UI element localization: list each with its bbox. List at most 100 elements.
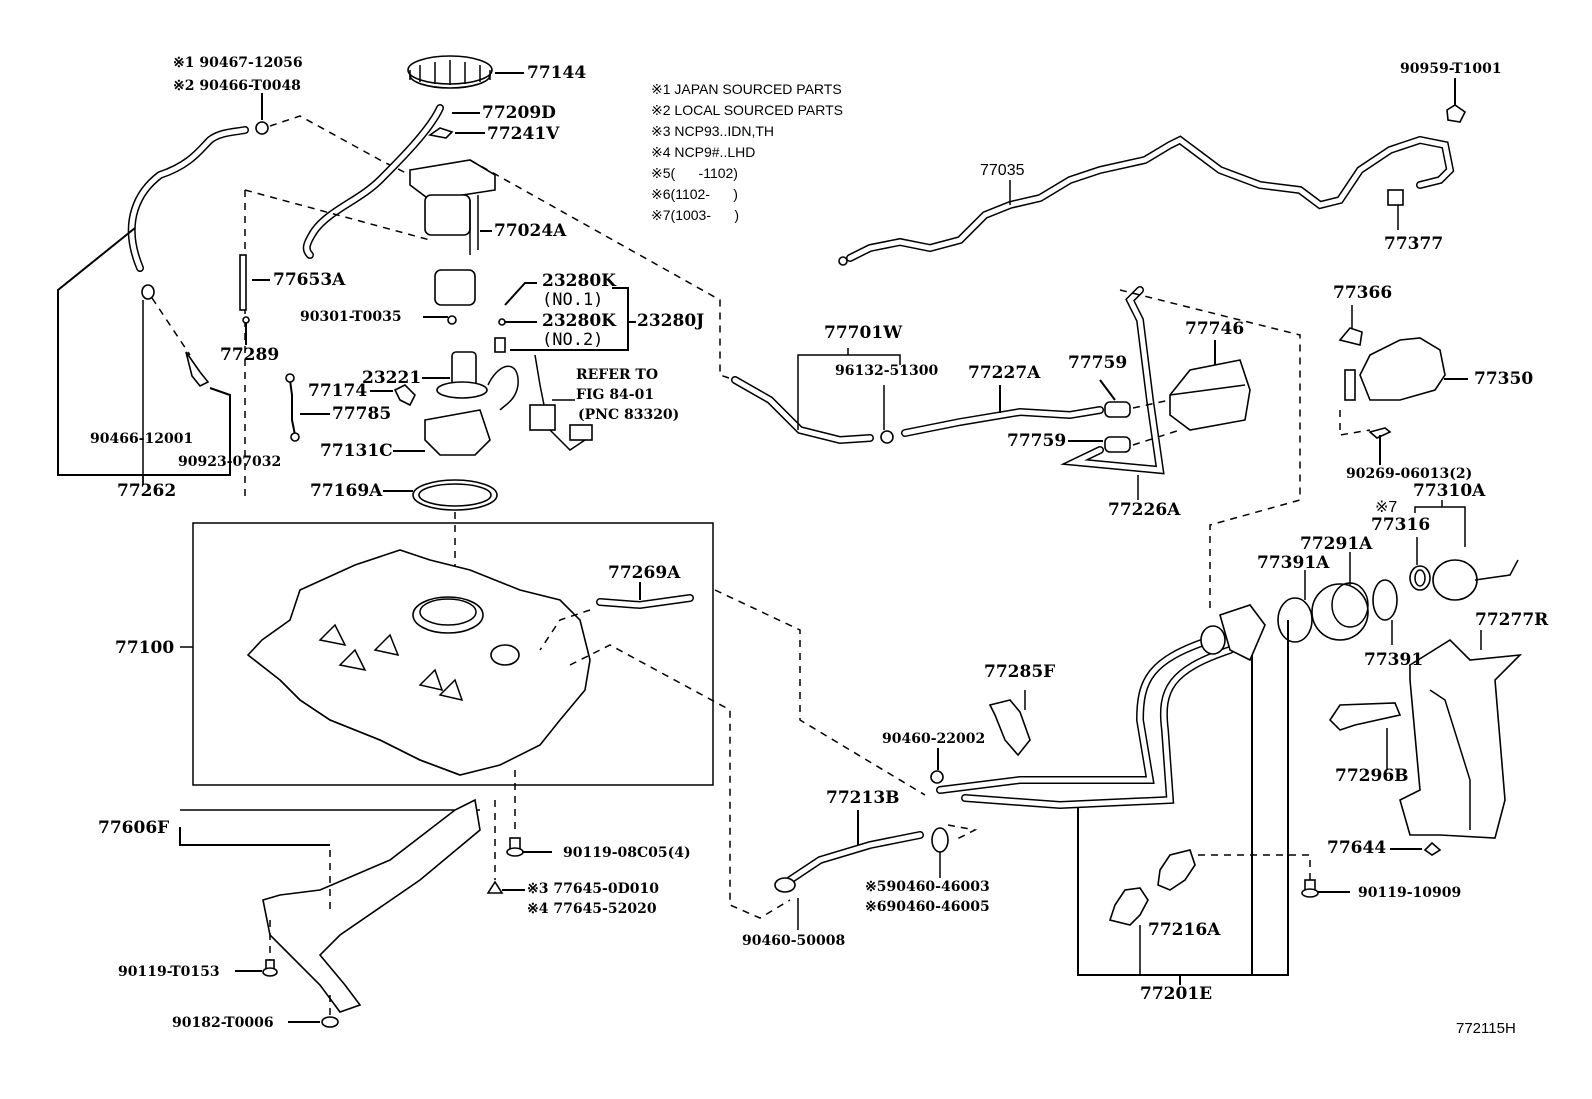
part-label[interactable]: 90119-10909 xyxy=(1358,885,1462,901)
part-label[interactable]: 77391A xyxy=(1257,553,1330,573)
clamp-90460-50008 xyxy=(774,877,796,893)
lock-ring-77144 xyxy=(407,55,493,89)
part-label[interactable]: 90182-T0006 xyxy=(172,1015,274,1031)
lock-77377 xyxy=(1387,189,1404,206)
part-label[interactable]: 77201E xyxy=(1140,984,1213,1004)
valve-90923-07032 xyxy=(185,351,210,388)
gasket-77241V xyxy=(427,127,454,139)
note-5: ※5( -1102) xyxy=(651,166,738,180)
part-label[interactable]: ※4 77645-52020 xyxy=(527,901,657,917)
part-label[interactable]: 77310A xyxy=(1413,481,1486,501)
part-label[interactable]: 77262 xyxy=(117,481,177,501)
part-label[interactable]: 77209D xyxy=(482,103,556,123)
clip-90959-T1001 xyxy=(1446,104,1467,123)
part-label[interactable]: 77606F xyxy=(98,818,170,838)
fuel-door-77350 xyxy=(1344,337,1446,401)
part-label[interactable]: 90269-06013(2) xyxy=(1346,466,1473,482)
clip-77645 xyxy=(486,880,504,894)
part-label[interactable]: 77296B xyxy=(1335,766,1409,786)
clamp-90460-46003 xyxy=(931,827,949,853)
part-label[interactable]: 23280K xyxy=(542,271,616,291)
note-mark: ※3 xyxy=(651,123,671,139)
part-label[interactable]: 77227A xyxy=(968,363,1041,383)
refer-line-2: FIG 84-01 xyxy=(576,387,655,403)
bolt-90119-T0153 xyxy=(262,959,278,977)
part-label[interactable]: ※590460-46003 xyxy=(865,879,990,895)
note-text: NCP93..IDN,TH xyxy=(674,123,774,139)
refer-line-1: REFER TO xyxy=(576,367,659,383)
note-mark-7: ※7 xyxy=(1375,499,1398,516)
part-label[interactable]: 77174 xyxy=(308,381,368,401)
part-label[interactable]: 77316 xyxy=(1371,515,1431,535)
gasket-77316 xyxy=(1409,565,1431,591)
note-text: NCP9#..LHD xyxy=(674,144,756,160)
note-text: (1003- ) xyxy=(670,207,739,223)
part-label[interactable]: 77746 xyxy=(1185,319,1245,339)
pump-module-77024A xyxy=(409,159,496,306)
hose-77759-a xyxy=(1104,401,1131,418)
part-label[interactable]: 77226A xyxy=(1108,500,1181,520)
part-label[interactable]: 77653A xyxy=(273,270,346,290)
note-text: JAPAN SOURCED PARTS xyxy=(674,81,842,97)
part-label[interactable]: 77131C xyxy=(320,441,393,461)
part-label[interactable]: 77035 xyxy=(980,162,1025,179)
part-label-sub: (NO.2) xyxy=(542,330,604,350)
hose-77759-b xyxy=(1104,436,1131,453)
note-2: ※2 LOCAL SOURCED PARTS xyxy=(651,103,843,117)
part-label[interactable]: 77291A xyxy=(1300,534,1373,554)
spring-77366 xyxy=(1338,327,1363,346)
note-3: ※3 NCP93..IDN,TH xyxy=(651,124,774,138)
part-label[interactable]: 77366 xyxy=(1333,283,1393,303)
clip-77644 xyxy=(1423,841,1442,856)
bolt-90119-10909 xyxy=(1301,879,1319,898)
part-label[interactable]: ※690460-46005 xyxy=(865,899,990,915)
part-label[interactable]: 77269A xyxy=(608,563,681,583)
part-label[interactable]: 77785 xyxy=(332,404,392,424)
part-label[interactable]: 90959-T1001 xyxy=(1400,61,1502,77)
part-label[interactable]: 90923-07032 xyxy=(178,454,282,470)
part-label[interactable]: 77759 xyxy=(1068,353,1128,373)
part-label[interactable]: 23280K xyxy=(542,311,616,331)
part-label[interactable]: 77644 xyxy=(1327,838,1387,858)
part-label[interactable]: 90301-T0035 xyxy=(300,309,402,325)
bolt-90119-08C05 xyxy=(506,837,524,857)
part-label[interactable]: 77241V xyxy=(487,124,560,144)
part-label[interactable]: 77701W xyxy=(824,323,903,343)
part-label[interactable]: 90460-50008 xyxy=(742,933,846,949)
part-label[interactable]: 77100 xyxy=(115,638,175,658)
part-label[interactable]: 77277R xyxy=(1475,610,1549,630)
note-mark: ※1 xyxy=(651,81,671,97)
shield-77277R xyxy=(1399,638,1523,839)
note-mark: ※4 xyxy=(651,144,671,160)
part-label[interactable]: 77289 xyxy=(220,345,280,365)
part-label[interactable]: 90466-12001 xyxy=(90,431,194,447)
part-label[interactable]: 96132-51300 xyxy=(835,363,939,379)
ring-77391 xyxy=(1372,579,1398,621)
clamp-90467-12056 xyxy=(255,93,269,135)
part-label[interactable]: 77213B xyxy=(826,788,900,808)
part-label[interactable]: 77216A xyxy=(1148,920,1221,940)
note-text: LOCAL SOURCED PARTS xyxy=(674,102,843,118)
part-label[interactable]: 77391 xyxy=(1364,650,1424,670)
part-label[interactable]: 77285F xyxy=(984,662,1056,682)
note-mark: ※6 xyxy=(651,186,671,202)
part-label[interactable]: 90119-T0153 xyxy=(118,964,220,980)
part-label[interactable]: 77759 xyxy=(1007,431,1067,451)
part-label[interactable]: 77350 xyxy=(1474,369,1534,389)
part-label[interactable]: 23280J xyxy=(637,311,705,331)
part-label[interactable]: 77024A xyxy=(494,221,567,241)
part-label[interactable]: 90119-08C05(4) xyxy=(563,845,691,861)
part-label[interactable]: ※2 90466-T0048 xyxy=(173,78,301,94)
fuel-cap-77300 xyxy=(1432,559,1519,601)
note-7: ※7(1003- ) xyxy=(651,208,739,222)
part-label[interactable]: 90460-22002 xyxy=(882,731,986,747)
part-label[interactable]: 77144 xyxy=(527,63,587,83)
fuel-tank-77100 xyxy=(246,549,591,776)
note-6: ※6(1102- ) xyxy=(651,187,738,201)
part-label[interactable]: 23221 xyxy=(362,368,422,388)
filler-neck-77201E xyxy=(1200,625,1226,655)
part-label[interactable]: 77377 xyxy=(1384,234,1444,254)
part-label[interactable]: ※1 90467-12056 xyxy=(173,55,303,71)
part-label[interactable]: 77169A xyxy=(310,481,383,501)
part-label[interactable]: ※3 77645-0D010 xyxy=(527,881,659,897)
